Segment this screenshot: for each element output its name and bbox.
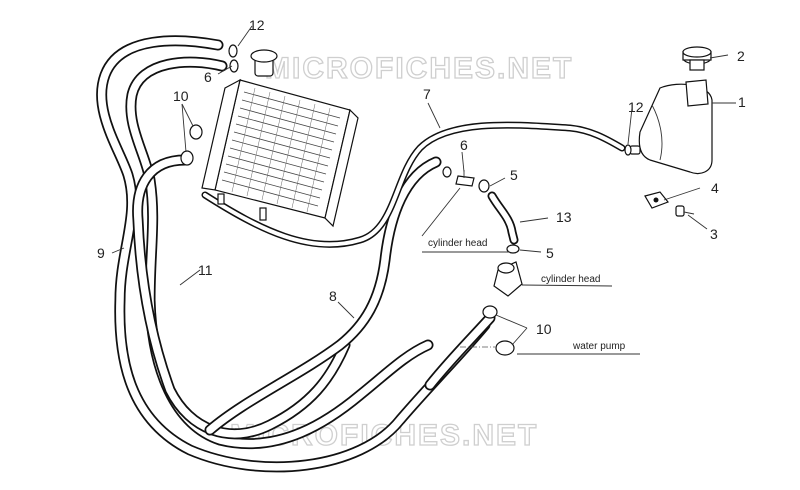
label-cylinder-head-1: cylinder head — [428, 238, 487, 249]
leader-lines — [111, 25, 736, 355]
tank-screw — [675, 205, 695, 217]
tank-bracket — [644, 191, 669, 209]
callout-12-tank: 12 — [628, 99, 644, 115]
expansion-tank — [629, 79, 713, 175]
hose-13 — [487, 191, 519, 245]
hose-8 — [204, 156, 442, 436]
junction-fitting — [442, 166, 475, 187]
label-cylinder-head-2: cylinder head — [541, 274, 600, 285]
callout-3: 3 — [710, 226, 718, 242]
hose-clamp-12-radiator — [228, 44, 239, 73]
hose-7 — [201, 121, 626, 248]
hose-lower-branch — [132, 154, 351, 440]
hose-9 — [96, 35, 491, 473]
cylinder-head-fitting — [493, 261, 523, 297]
callout-5-lower: 5 — [546, 245, 554, 261]
radiator — [201, 49, 359, 228]
callout-6-top: 6 — [204, 69, 212, 85]
callout-12-top: 12 — [249, 17, 265, 33]
tank-cap — [682, 46, 712, 71]
callout-11: 11 — [198, 262, 213, 278]
callout-10-top: 10 — [173, 88, 189, 104]
hose-clamp-5-upper — [478, 179, 490, 193]
callout-4: 4 — [711, 180, 719, 196]
callout-9: 9 — [97, 245, 105, 261]
watermark-top: MICROFICHES.NET — [265, 52, 573, 85]
callouts: 12 6 10 7 2 1 12 6 5 4 13 3 5 9 11 8 10 — [97, 17, 746, 337]
callout-6-mid: 6 — [460, 137, 468, 153]
hose-water-pump — [424, 312, 496, 391]
callout-2: 2 — [737, 48, 745, 64]
callout-8: 8 — [329, 288, 337, 304]
callout-1: 1 — [738, 94, 746, 110]
hose-clamp-5-lower — [506, 244, 520, 254]
hose-clamp-10-pump — [482, 305, 515, 356]
callout-5-upper: 5 — [510, 167, 518, 183]
label-water-pump: water pump — [572, 341, 626, 352]
callout-13: 13 — [556, 209, 572, 225]
callout-7: 7 — [423, 86, 431, 102]
hose-clamp-10-radiator — [180, 124, 203, 166]
callout-10-pump: 10 — [536, 321, 552, 337]
hose-clamp-12-tank — [624, 144, 632, 156]
